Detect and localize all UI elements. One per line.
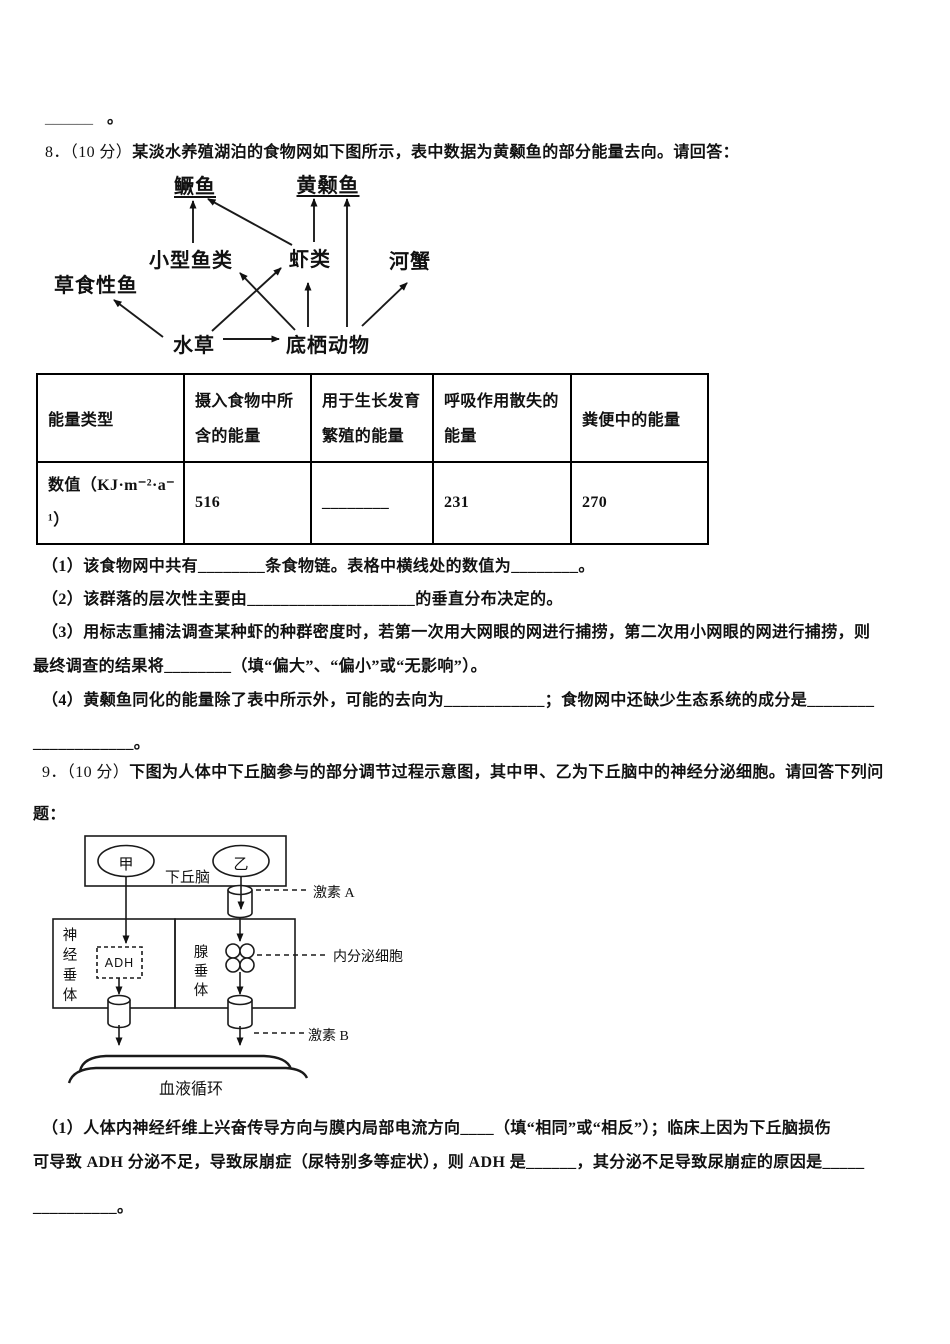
foodweb-node-herbivorous-fish: 草食性鱼 xyxy=(54,275,138,297)
label-adh: ADH xyxy=(104,956,135,970)
label-neurohypophysis: 神经垂体 xyxy=(62,928,78,1004)
foodweb-node-guiyu: 鳜鱼 xyxy=(174,176,216,198)
label-blood-circulation: 血液循环 xyxy=(159,1081,224,1098)
question-9-text: 下图为人体中下丘脑参与的部分调节过程示意图，其中甲、乙为下丘脑中的神经分泌细胞。… xyxy=(129,764,884,781)
hormone-a-cylinder xyxy=(227,884,253,919)
energy-table: 能量类型 摄入食物中所 含的能量 用于生长发育 繁殖的能量 呼吸作用散失的 能量… xyxy=(36,373,709,545)
arrow-waterplant-to-herbfish xyxy=(113,299,164,338)
cell-growth-blank: ________ xyxy=(310,461,434,545)
period-mark: 。 xyxy=(107,110,124,127)
question-8-stem: 8．（10 分）某淡水养殖湖泊的食物网如下图所示，表中数据为黄颡鱼的部分能量去向… xyxy=(45,138,739,162)
question-9-number: 9．（10 分） xyxy=(42,764,130,781)
q8-part3-line1: （3）用标志重捕法调查某种虾的种群密度时，若第一次用大网眼的网进行捕捞，第二次用… xyxy=(42,624,871,641)
header-feces: 粪便中的能量 xyxy=(570,373,709,463)
foodweb-node-waterplant: 水草 xyxy=(173,335,215,357)
question-8-text: 某淡水养殖湖泊的食物网如下图所示，表中数据为黄颡鱼的部分能量去向。请回答： xyxy=(132,144,740,161)
hormone-b-cylinder xyxy=(227,994,253,1030)
foodweb-node-crab: 河蟹 xyxy=(389,251,431,273)
arrow-benthic-to-crab xyxy=(361,282,408,327)
q8-part4-line1: （4）黄颡鱼同化的能量除了表中所示外，可能的去向为____________；食物… xyxy=(42,692,875,709)
q9-part1-line3: __________。 xyxy=(33,1199,134,1216)
arrow-shrimp-to-guiyu xyxy=(207,198,293,246)
header-intake: 摄入食物中所 含的能量 xyxy=(183,373,312,463)
label-cell-yi: 乙 xyxy=(233,857,249,873)
question-9-stem-line2: 题： xyxy=(33,806,66,823)
header-respiration: 呼吸作用散失的 能量 xyxy=(432,373,572,463)
arrow-waterplant-to-shrimp xyxy=(211,267,282,332)
cell-respiration-value: 231 xyxy=(432,461,572,545)
cell-feces-value: 270 xyxy=(570,461,709,545)
question-8-number: 8．（10 分） xyxy=(45,144,133,161)
endocrine-cells-cluster xyxy=(225,943,255,973)
label-hormone-b: 激素 B xyxy=(308,1029,349,1044)
callout-lines xyxy=(254,889,329,1034)
header-growth: 用于生长发育 繁殖的能量 xyxy=(310,373,434,463)
q8-part1: （1）该食物网中共有________条食物链。表格中横线处的数值为_______… xyxy=(42,558,595,575)
foodweb-node-smallfish: 小型鱼类 xyxy=(149,250,233,272)
table-header-row: 能量类型 摄入食物中所 含的能量 用于生长发育 繁殖的能量 呼吸作用散失的 能量… xyxy=(36,373,709,463)
answer-blank-underline: ______ xyxy=(45,110,93,127)
cell-row-label: 数值（KJ·m⁻²·a⁻ ¹） xyxy=(36,461,185,545)
foodweb-node-huangsangyu: 黄颡鱼 xyxy=(296,175,360,197)
q8-part4-line2: ____________。 xyxy=(33,735,151,752)
table-data-row: 数值（KJ·m⁻²·a⁻ ¹） 516 ________ 231 270 xyxy=(36,461,709,545)
foodweb-node-shrimp: 虾类 xyxy=(289,249,331,271)
question-9-stem: 9．（10 分）下图为人体中下丘脑参与的部分调节过程示意图，其中甲、乙为下丘脑中… xyxy=(42,758,884,782)
vessel-top-curve xyxy=(78,1054,293,1072)
top-answer-line: ______ 。 xyxy=(45,104,123,128)
label-adenohypophysis: 腺垂体 xyxy=(193,945,209,999)
q9-part1-line2: 可导致 ADH 分泌不足，导致尿崩症（尿特别多等症状），则 ADH 是_____… xyxy=(33,1154,865,1171)
label-hypothalamus: 下丘脑 xyxy=(165,870,211,886)
label-endocrine-cells: 内分泌细胞 xyxy=(333,950,403,965)
q9-part1-line1: （1）人体内神经纤维上兴奋传导方向与膜内局部电流方向____（填“相同”或“相反… xyxy=(42,1120,832,1137)
q8-part3-line2: 最终调查的结果将________（填“偏大”、“偏小”或“无影响”）。 xyxy=(33,658,488,675)
label-cell-jia: 甲 xyxy=(118,857,134,873)
q8-part2: （2）该群落的层次性主要由____________________的垂直分布决定… xyxy=(42,591,563,608)
cell-intake-value: 516 xyxy=(183,461,312,545)
foodweb-node-benthic: 底栖动物 xyxy=(286,335,370,357)
left-output-cylinder xyxy=(107,994,131,1029)
label-hormone-a: 激素 A xyxy=(313,886,355,901)
header-energy-type: 能量类型 xyxy=(36,373,185,463)
arrow-benthic-to-smallfish xyxy=(239,272,296,331)
